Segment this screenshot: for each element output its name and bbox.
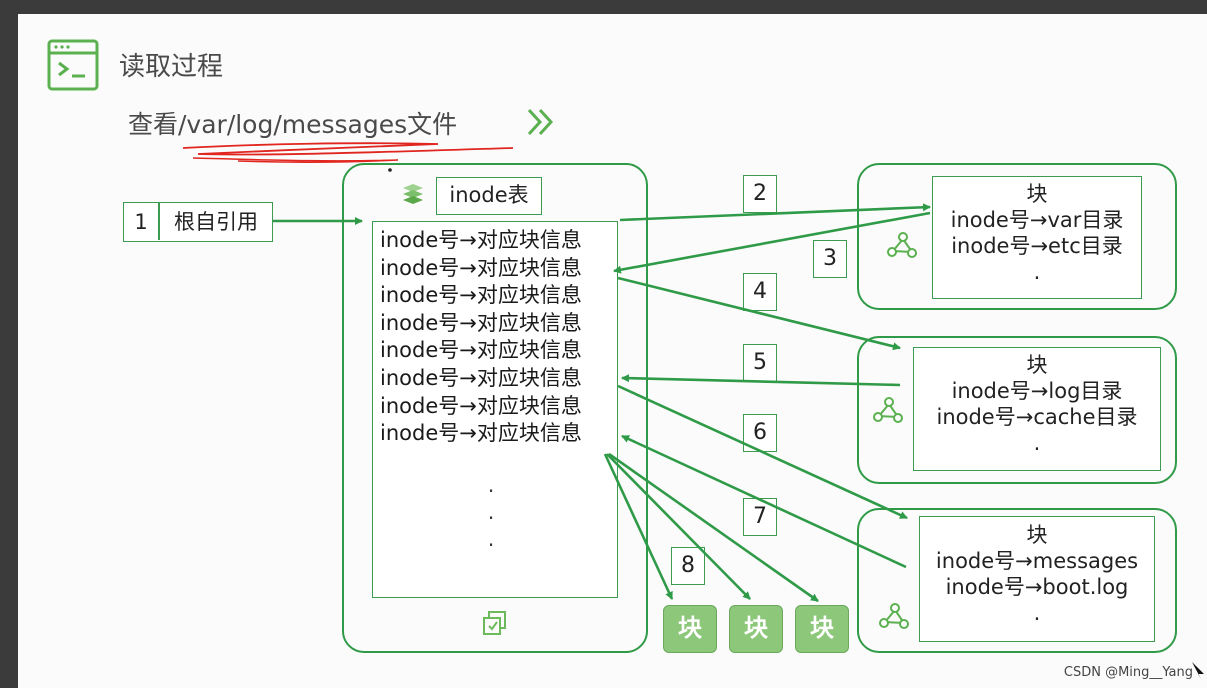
red-underline-annotation	[182, 142, 514, 172]
block-panel-2	[857, 336, 1177, 484]
data-block: 块	[729, 605, 783, 653]
arrow-4	[617, 276, 901, 351]
inode-table-panel	[342, 163, 648, 653]
block-line: inode号→var目录	[950, 208, 1124, 232]
block-line: inode号→log目录	[951, 379, 1123, 403]
step-number: 3	[813, 240, 847, 278]
data-block: 块	[663, 605, 717, 653]
arrow-8c	[608, 452, 819, 603]
flow-arrows	[273, 203, 931, 603]
step-number: 2	[743, 175, 777, 213]
copy-icon	[483, 611, 506, 635]
arrow-8b	[606, 453, 751, 600]
stack-icon	[403, 184, 423, 204]
block-panel-3	[857, 508, 1177, 653]
watermark: CSDN @Ming__Yang	[1063, 665, 1193, 680]
step-number: 7	[743, 498, 777, 536]
double-chevron-icon	[527, 108, 554, 136]
inode-table-header: inode表	[436, 177, 542, 215]
share-network-icon	[887, 232, 917, 258]
block-box-2: 块 inode号→log目录 inode号→cache目录 .	[913, 347, 1161, 471]
inode-row: inode号→对应块信息	[380, 421, 582, 446]
block-box-3: 块 inode号→messages inode号→boot.log .	[919, 516, 1155, 642]
terminal-icon	[47, 39, 99, 91]
arrow-2	[619, 203, 931, 222]
inode-row: inode号→对应块信息	[380, 338, 582, 363]
root-ref-divider	[158, 203, 160, 240]
root-ref-label: 根自引用	[174, 210, 258, 234]
ellipsis-dot: ·	[487, 479, 495, 503]
arrow-7	[621, 434, 907, 569]
ellipsis-dot: ·	[487, 506, 495, 530]
block-title: 块	[1026, 353, 1048, 377]
inode-row: inode号→对应块信息	[380, 255, 582, 280]
inode-table-header-text: inode表	[449, 183, 529, 207]
inode-row: inode号→对应块信息	[380, 283, 582, 308]
subtitle: 查看/var/log/messages文件	[128, 110, 458, 139]
block-title: 块	[1026, 523, 1048, 547]
arrow-8a	[603, 453, 674, 600]
share-network-icon	[879, 603, 909, 629]
block-box-1: 块 inode号→var目录 inode号→etc目录 .	[932, 176, 1142, 299]
inode-table-list: inode号→对应块信息 inode号→对应块信息 inode号→对应块信息 i…	[372, 221, 618, 598]
block-panel-1	[857, 163, 1177, 310]
block-ellipsis: .	[1033, 431, 1041, 455]
step-number: 4	[743, 273, 777, 311]
slide-title: 读取过程	[119, 52, 224, 82]
ellipsis-dot: ·	[487, 533, 495, 557]
slide: 读取过程 查看/var/log/messages文件 1 根自引用 inode表…	[18, 14, 1207, 688]
inode-row: inode号→对应块信息	[380, 365, 582, 390]
data-block: 块	[795, 605, 849, 653]
share-network-icon	[873, 397, 903, 423]
block-title: 块	[1026, 182, 1048, 206]
block-line: inode号→etc目录	[951, 234, 1123, 258]
cursor-icon	[1192, 662, 1204, 679]
inode-row: inode号→对应块信息	[380, 310, 582, 335]
arrow-5	[621, 374, 901, 387]
arrow-6	[617, 384, 908, 520]
root-ref-number: 1	[134, 210, 148, 234]
root-ref-box: 1 根自引用	[123, 202, 273, 242]
step-number: 8	[671, 547, 705, 585]
inode-row: inode号→对应块信息	[380, 228, 582, 252]
inode-row: inode号→对应块信息	[380, 393, 582, 418]
arrow-3	[613, 211, 931, 274]
block-line: inode号→cache目录	[936, 405, 1138, 429]
block-line: inode号→boot.log	[945, 575, 1129, 599]
block-line: inode号→messages	[935, 549, 1139, 573]
block-ellipsis: .	[1033, 601, 1041, 625]
block-ellipsis: .	[1033, 260, 1041, 284]
